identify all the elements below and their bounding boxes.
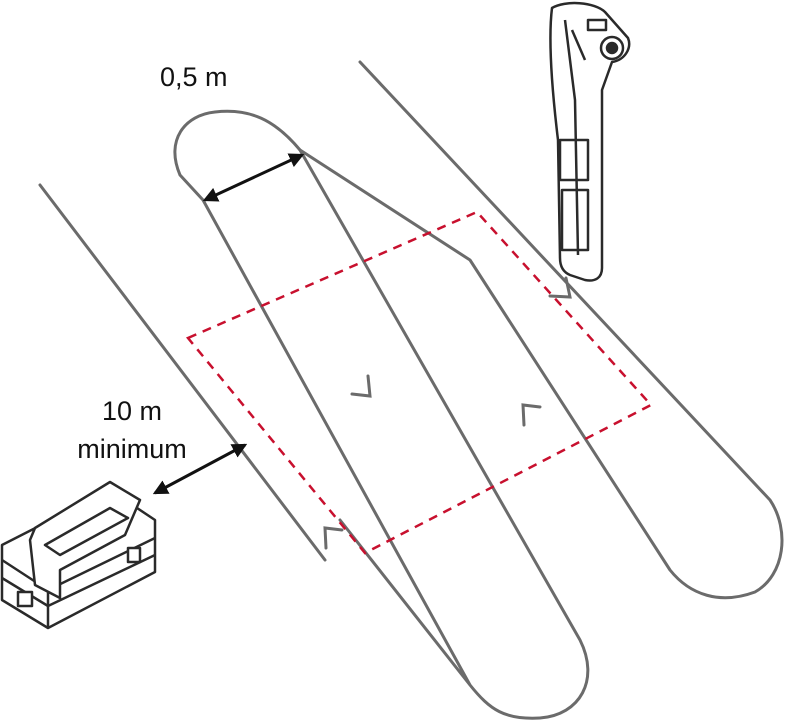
transmitter-distance-arrow [152,443,248,495]
transmitter-distance-value: 10 m [101,396,163,426]
survey-line-outer-left [38,183,327,562]
survey-loop-right [298,60,784,600]
direction-chevron-up-right [521,403,542,427]
signal-transmitter-icon [0,480,157,630]
transmitter-distance-label: 10 m minimum [62,392,202,468]
line-spacing-label: 0,5 m [160,62,228,92]
cable-locator-receiver-icon [549,1,631,282]
direction-chevron-down-center [350,374,372,398]
spacing-dimension-arrow [202,153,305,202]
direction-chevron-up-left [323,526,344,550]
direction-chevron-down-right [548,276,572,299]
search-area-boundary [185,210,654,555]
transmitter-distance-qualifier: minimum [77,434,187,464]
